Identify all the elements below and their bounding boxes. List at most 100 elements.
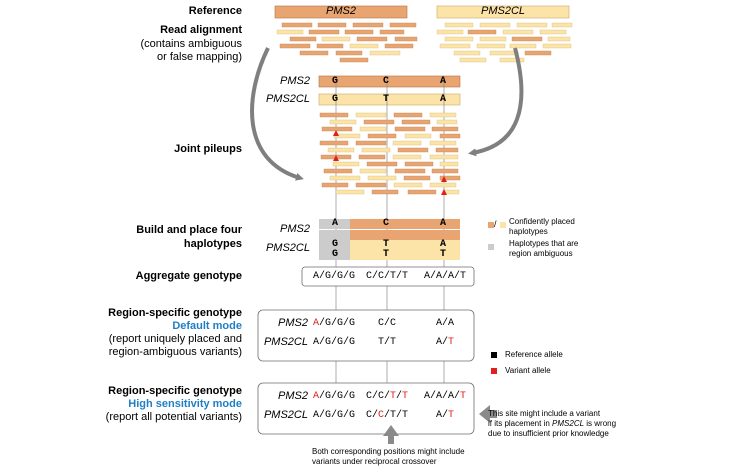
read-alignment-18	[321, 36, 351, 42]
read-alignment-15	[502, 29, 534, 35]
pileup-variant-marks	[333, 130, 447, 195]
read-alignment-reads	[276, 22, 573, 63]
read-alignment-29	[439, 43, 471, 49]
pileup-read-14	[367, 133, 397, 139]
legend-variant-allele: Variant allele	[505, 366, 551, 375]
read-alignment-41	[499, 57, 525, 63]
read-alignment-subtitle-2: or false mapping)	[157, 51, 242, 63]
aggregate-value-1: A/G/G/G	[313, 271, 356, 282]
build-pms2cl-allele-1b: G	[332, 249, 339, 260]
haplotype-pms2cl-allele-2: T	[383, 94, 390, 105]
pileup-read-1	[319, 112, 349, 118]
variant-mark-1	[333, 130, 339, 136]
pileup-read-31	[404, 161, 434, 167]
read-alignment-9	[276, 29, 304, 35]
read-alignment-subtitle-1: (contains ambiguous	[140, 38, 242, 50]
annotation-bottom-2: variants under reciprocal crossover	[312, 457, 437, 466]
variant-mark-2	[333, 155, 339, 161]
read-alignment-3	[352, 22, 384, 28]
high-pms2cl-genotype-2: C/C/T/T	[366, 410, 409, 421]
read-alignment-16	[539, 29, 567, 35]
pileup-read-37	[329, 175, 361, 181]
pileup-read-35	[394, 168, 426, 174]
read-alignment-12	[379, 29, 405, 35]
legend-confident-1: Confidently placed	[509, 217, 575, 226]
pileup-read-5	[329, 119, 357, 125]
arrow-right-curve	[468, 47, 524, 157]
pileup-read-24	[435, 147, 459, 153]
pileup-read-42	[355, 182, 387, 188]
read-alignment-31	[509, 43, 537, 49]
high-pms2-label: PMS2	[278, 390, 308, 402]
high-mode-name: High sensitivity mode	[128, 398, 242, 410]
default-pms2cl-label: PMS2CL	[263, 336, 308, 348]
build-pms2-allele-2: C	[383, 218, 390, 229]
pileup-read-38	[367, 175, 397, 181]
pileup-read-26	[358, 154, 386, 160]
read-alignment-24	[547, 36, 571, 42]
pileup-read-43	[393, 182, 423, 188]
read-alignment-23	[511, 36, 543, 42]
legend-swatch-reference	[491, 352, 497, 358]
high-pms2cl-genotype-1: A/G/G/G	[313, 410, 356, 421]
reference-title: Reference	[188, 5, 242, 17]
pileup-read-44	[429, 182, 457, 188]
pileup-read-21	[327, 147, 355, 153]
aggregate-value-3: A/A/A/T	[424, 271, 467, 282]
build-pms2cl-allele-3a: A	[440, 239, 447, 250]
default-pms2-label: PMS2	[278, 317, 308, 329]
pileup-read-23	[397, 147, 429, 153]
read-alignment-8	[551, 22, 573, 28]
read-alignment-20	[394, 36, 418, 42]
build-pms2cl-label: PMS2CL	[265, 242, 310, 254]
build-pms2cl-allele-1a: G	[332, 239, 339, 250]
default-mode-title: Region-specific genotype	[108, 307, 242, 319]
build-pms2cl-allele-2a: T	[383, 239, 390, 250]
haplotype-pms2-allele-2: C	[383, 76, 390, 87]
variant-mark-3	[441, 176, 447, 182]
build-pms2-allele-1: A	[332, 218, 339, 229]
high-mode-title: Region-specific genotype	[108, 385, 242, 397]
pileup-read-18	[355, 140, 387, 146]
pileup-read-47	[407, 189, 437, 195]
haplotype-pms2-label: PMS2	[280, 75, 310, 87]
pileup-read-41	[321, 182, 349, 188]
pileup-read-7	[401, 119, 431, 125]
pileup-read-32	[439, 161, 459, 167]
high-pms2-genotype-1: A/G/G/G	[313, 391, 356, 402]
annotation-bottom-1: Both corresponding positions might inclu…	[312, 447, 465, 456]
default-mode-sub-1: (report uniquely placed and	[108, 333, 242, 345]
legend-ambiguous-1: Haplotypes that are	[509, 239, 579, 248]
arrow-left-curve	[250, 47, 304, 181]
default-pms2-genotype-2: C/C	[378, 318, 397, 329]
read-alignment-2	[317, 22, 347, 28]
haplotype-pms2-allele-1: G	[332, 76, 339, 87]
build-pms2cl-allele-2b: T	[383, 249, 390, 260]
high-pms2-genotype-3: A/A/A/T	[424, 391, 467, 402]
pileup-read-8	[436, 119, 458, 125]
pileup-read-29	[332, 161, 360, 167]
joint-pileups-title: Joint pileups	[174, 143, 242, 155]
read-alignment-34	[335, 50, 363, 56]
read-alignment-17	[289, 36, 317, 42]
read-alignment-5	[444, 22, 474, 28]
legend-swatch-ambiguous	[488, 244, 494, 250]
legend-swatch-pms2	[488, 222, 494, 228]
default-mode-box	[257, 309, 475, 362]
pileup-read-6	[363, 119, 395, 125]
legend-confident-2: haplotypes	[509, 227, 548, 236]
high-pms2cl-genotype-3: A/T	[436, 410, 455, 421]
default-mode-sub-2: region-ambiguous variants)	[108, 346, 242, 358]
default-pms2-genotype-3: A/A	[436, 318, 455, 329]
legend-swatch-pms2cl	[500, 222, 506, 228]
build-pms2-label: PMS2	[280, 223, 310, 235]
haplotype-pms2cl-allele-1: G	[332, 94, 339, 105]
pileup-read-16	[439, 133, 461, 139]
read-alignment-4	[389, 22, 417, 28]
haplotype-bar-pms2	[318, 75, 461, 88]
read-alignment-32	[542, 43, 572, 49]
joint-pileup-reads	[319, 112, 461, 195]
pileup-read-36	[431, 168, 459, 174]
high-pms2-genotype-2: C/C/T/T	[366, 391, 409, 402]
read-alignment-39	[339, 57, 369, 63]
